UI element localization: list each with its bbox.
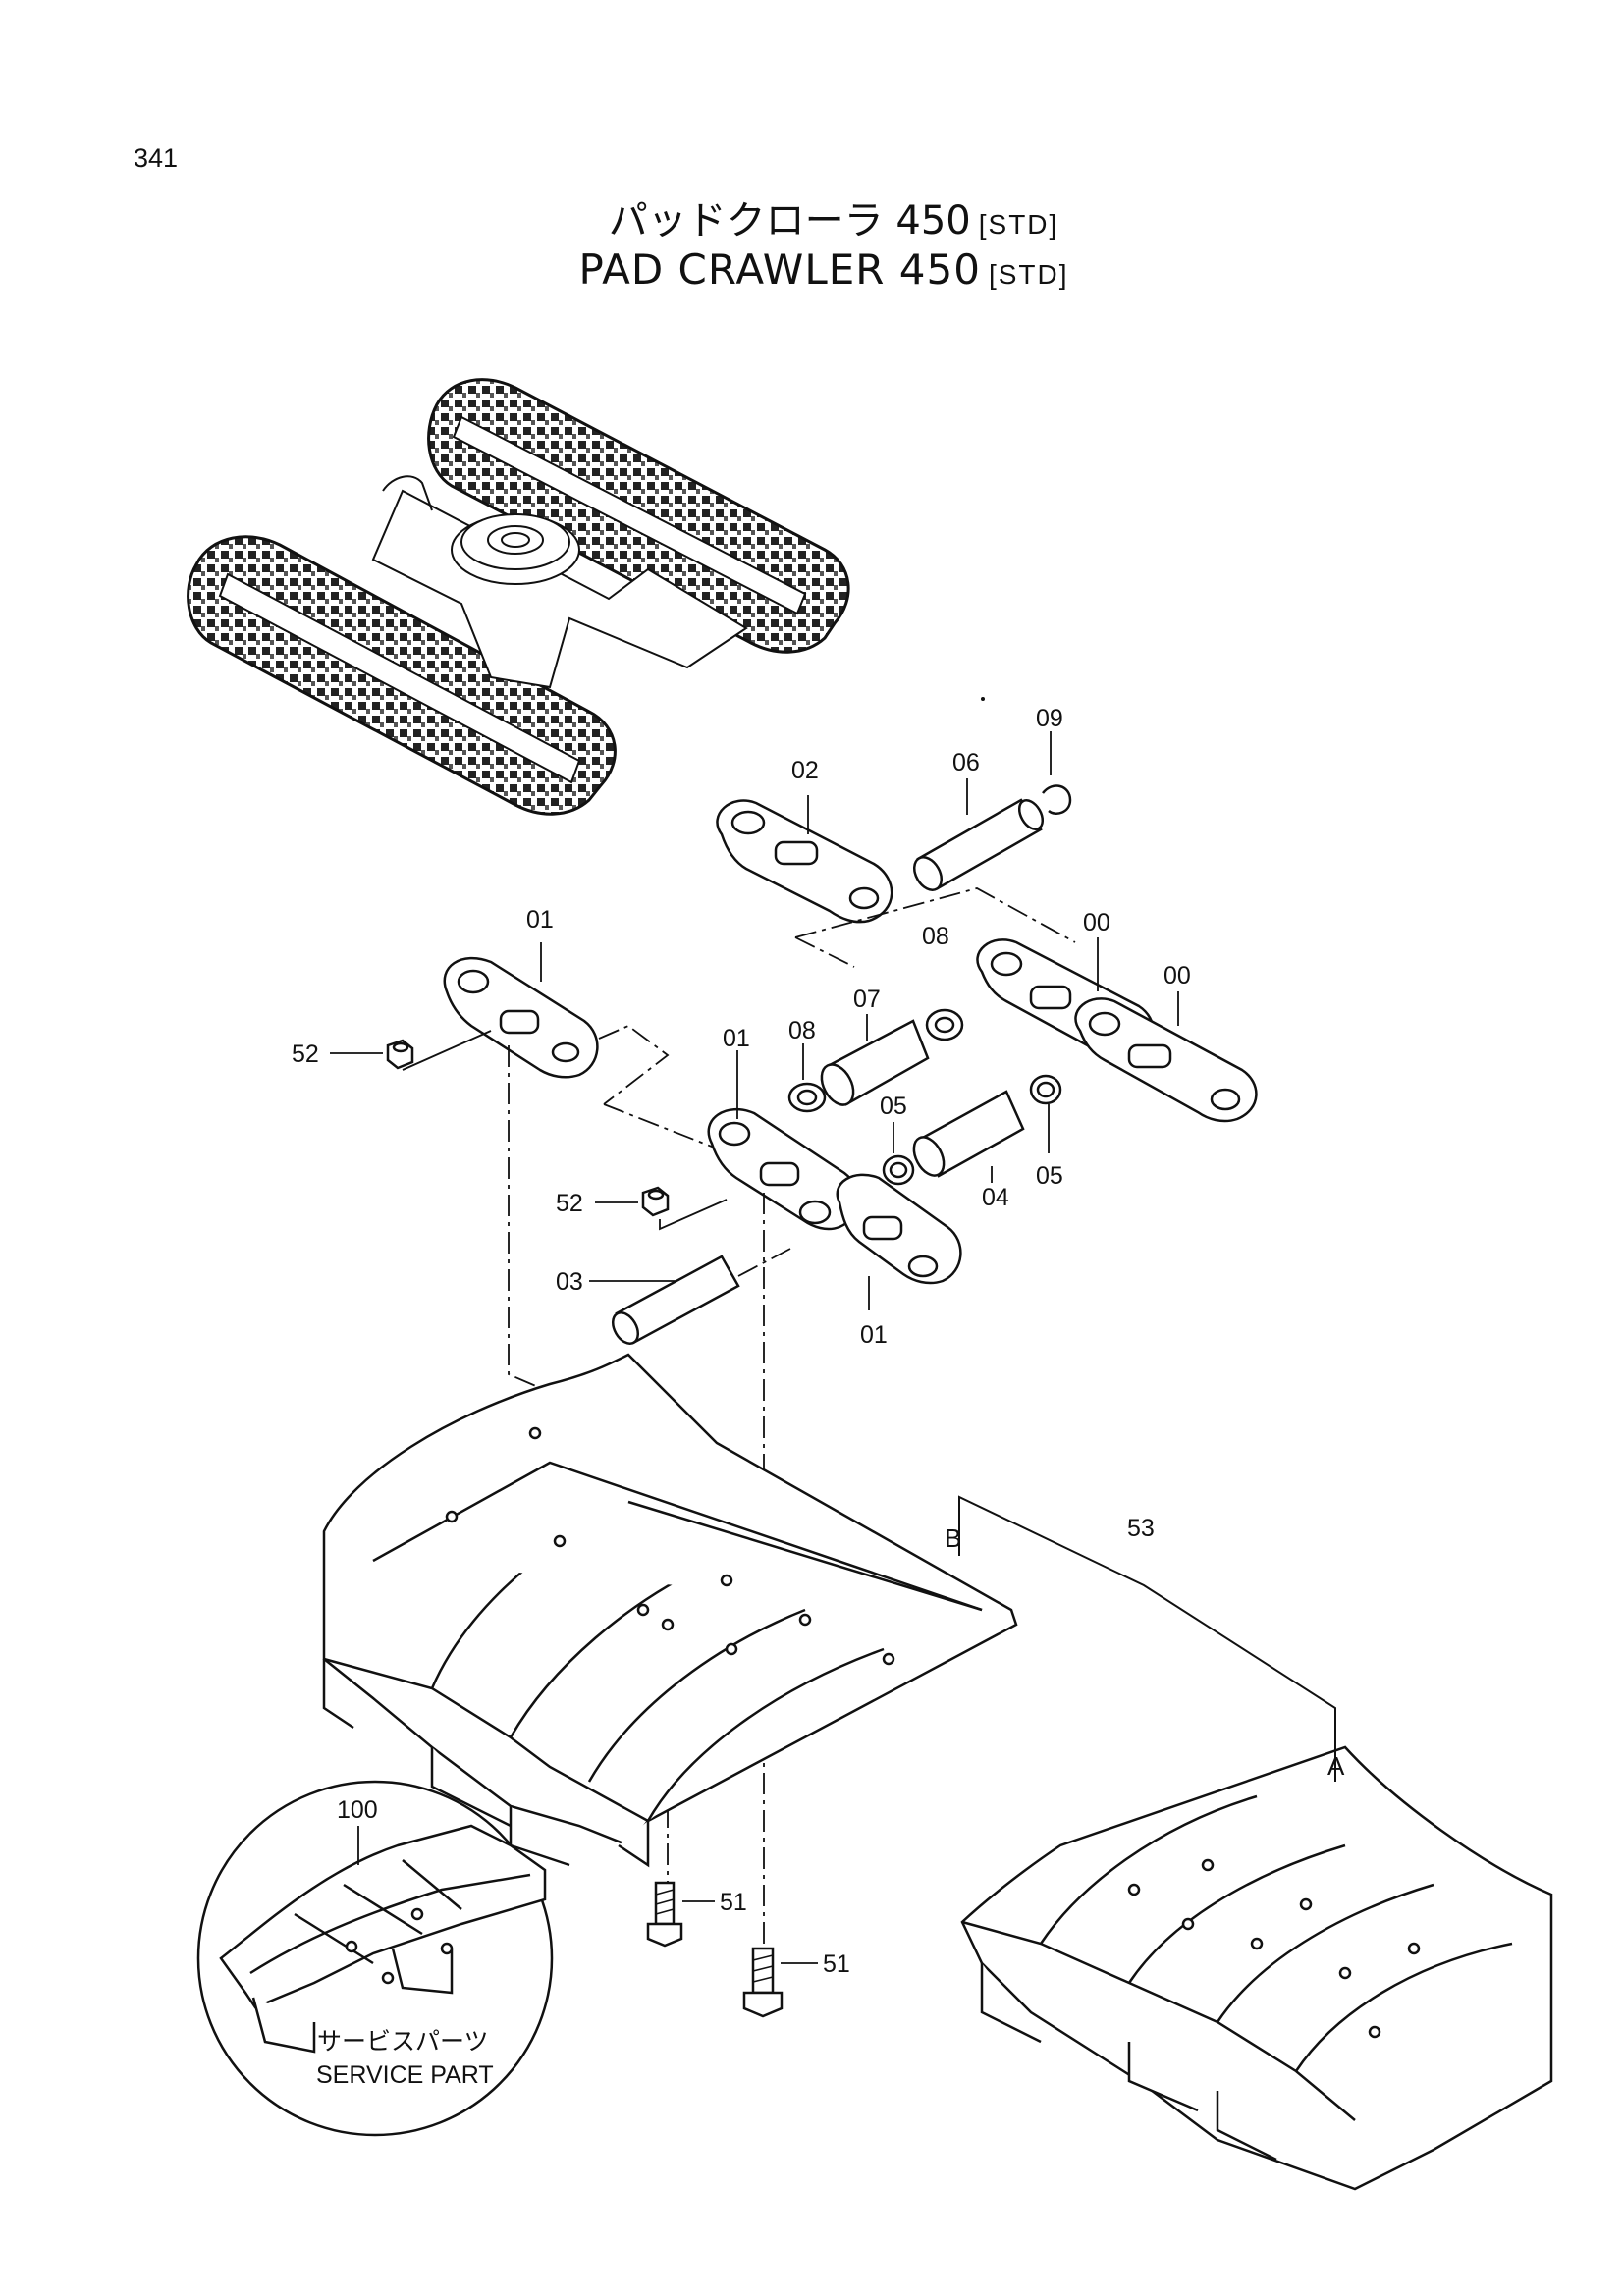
service-part-label-en: SERVICE PART (316, 2061, 494, 2089)
callout-09: 09 (1036, 705, 1063, 732)
part-link-01-center (707, 1107, 962, 1285)
page-number: 341 (134, 143, 179, 173)
part-seal-05-right (1029, 1074, 1062, 1105)
callout-05-left: 05 (880, 1093, 907, 1120)
callout-53: 53 (1127, 1515, 1155, 1542)
title-english: PAD CRAWLER 450[STD] (0, 245, 1623, 294)
reference-line-pin-03 (737, 1248, 791, 1277)
callout-52-upper: 52 (292, 1041, 319, 1068)
part-bushing-07 (820, 1019, 930, 1106)
callout-52-lower: 52 (556, 1190, 583, 1217)
callout-05-right: 05 (1036, 1162, 1063, 1190)
reference-line-nut-52-upper (402, 1030, 492, 1071)
part-ring-09 (1042, 784, 1072, 815)
title-english-text: PAD CRAWLER 450 (578, 245, 981, 294)
title-english-tag: [STD] (988, 259, 1069, 290)
part-nut-52-lower (641, 1186, 670, 1217)
undercarriage-illustration (187, 378, 850, 816)
reference-line-01-left (598, 1024, 670, 1105)
speck-mark (981, 697, 985, 701)
title-japanese-tag: [STD] (978, 209, 1059, 240)
reference-line-nut-52-lower (659, 1199, 728, 1231)
callout-08-left: 08 (788, 1017, 816, 1044)
part-link-00 (976, 938, 1258, 1123)
part-seal-08-left (787, 1082, 827, 1113)
callout-100: 100 (337, 1796, 378, 1824)
callout-01-bottom: 01 (860, 1321, 888, 1349)
pad-shoe-assembly (322, 1353, 1018, 1868)
service-part-label-jp: サービスパーツ (317, 2028, 489, 2056)
callout-01-top: 01 (526, 906, 554, 934)
callout-00-top: 00 (1083, 909, 1110, 936)
callout-point-a: A (1327, 1751, 1345, 1781)
part-seal-08-right (925, 1008, 964, 1041)
service-part-inset (196, 1780, 554, 2137)
title-japanese-text: パッドクローラ 450 (608, 198, 971, 243)
callout-01-middle: 01 (723, 1025, 750, 1052)
callout-06: 06 (952, 749, 980, 776)
reference-line-02-00 (794, 887, 1076, 968)
callout-51-right: 51 (823, 1950, 850, 1978)
part-pin-03 (611, 1255, 740, 1345)
callout-labels: 09 06 02 01 00 08 00 52 07 08 01 05 05 5… (292, 705, 1345, 2089)
reference-line-01-center (603, 1103, 718, 1149)
callout-04: 04 (982, 1184, 1009, 1211)
callout-08-right: 08 (922, 923, 949, 950)
leader-lines (330, 731, 1179, 1310)
callout-03: 03 (556, 1268, 583, 1296)
callout-02: 02 (791, 757, 819, 784)
callout-00-right: 00 (1163, 962, 1191, 989)
part-nut-52-upper (386, 1039, 414, 1070)
title-japanese: パッドクローラ 450[STD] (0, 188, 1623, 245)
part-bolt-51-right (742, 1947, 784, 2018)
part-bolt-51-left (646, 1881, 683, 1948)
part-seal-05-left (882, 1154, 915, 1186)
part-link-02 (716, 799, 893, 924)
part-link-01-left (443, 956, 599, 1079)
part-bushing-04 (912, 1090, 1025, 1178)
part-pin-06 (913, 798, 1045, 891)
bracket-line-53 (958, 1495, 1336, 1782)
callout-point-b: B (945, 1523, 961, 1553)
service-part-pad (219, 1824, 547, 2054)
callout-07: 07 (853, 986, 881, 1013)
pad-shoe-right (960, 1745, 1553, 2191)
callout-51-left: 51 (720, 1889, 747, 1916)
